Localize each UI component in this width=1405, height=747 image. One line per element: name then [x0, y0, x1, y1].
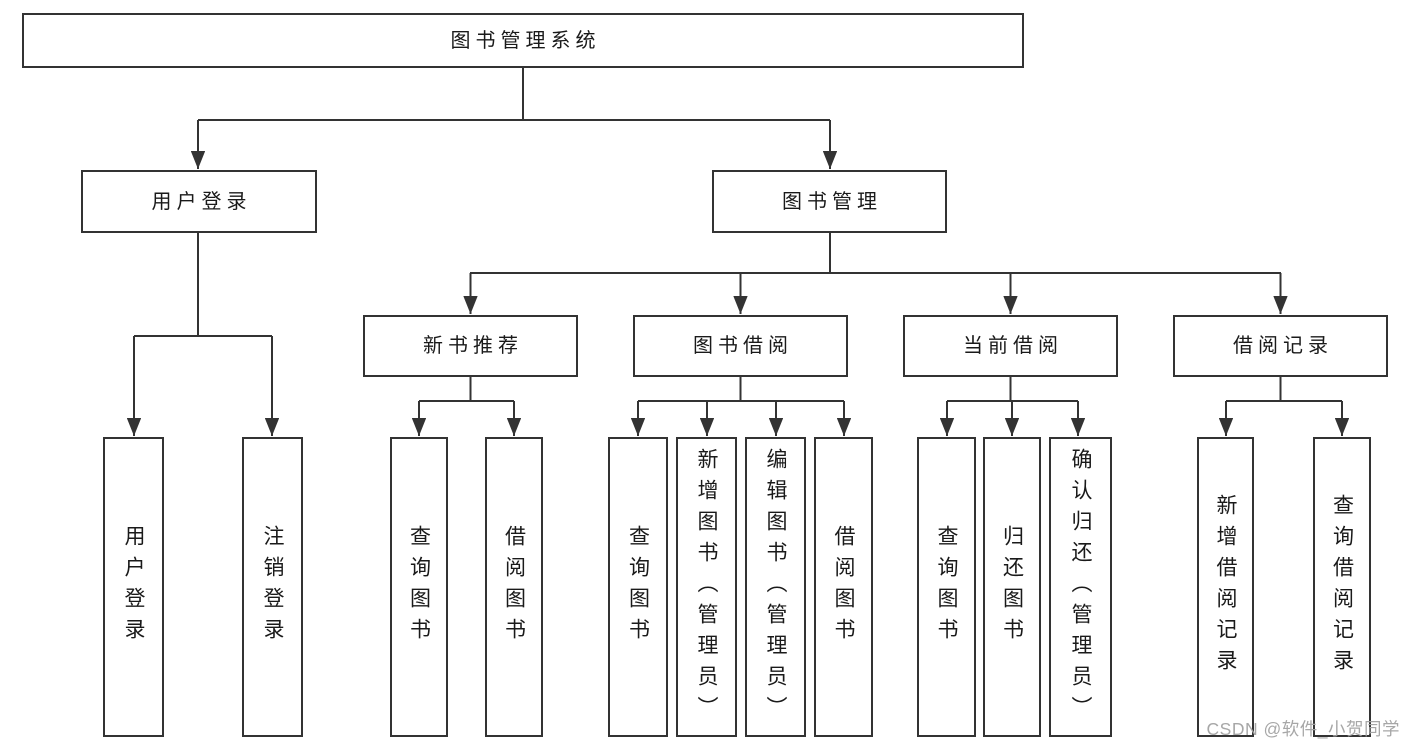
leaf-return-books: 归还图书	[983, 437, 1041, 737]
leaf-query-books-recommend: 查询图书	[390, 437, 448, 737]
leaf-query-books-current: 查询图书	[917, 437, 976, 737]
leaf-query-books-borrow: 查询图书	[608, 437, 668, 737]
leaf-add-book-admin: 新增图书（管理员）	[676, 437, 737, 737]
node-book-management: 图书管理	[712, 170, 947, 233]
node-current-borrow: 当前借阅	[903, 315, 1118, 377]
watermark: CSDN @软件_小贺同学	[1206, 719, 1400, 739]
node-book-borrow: 图书借阅	[633, 315, 848, 377]
node-borrow-records: 借阅记录	[1173, 315, 1388, 377]
leaf-logout: 注销登录	[242, 437, 303, 737]
leaf-confirm-return-admin: 确认归还（管理员）	[1049, 437, 1112, 737]
node-new-book-recommend: 新书推荐	[363, 315, 578, 377]
node-user-login: 用户登录	[81, 170, 317, 233]
leaf-query-borrow-record: 查询借阅记录	[1313, 437, 1371, 737]
leaf-edit-book-admin: 编辑图书（管理员）	[745, 437, 806, 737]
leaf-borrow-books-recommend: 借阅图书	[485, 437, 543, 737]
leaf-user-login: 用户登录	[103, 437, 164, 737]
node-library-management-system: 图书管理系统	[22, 13, 1024, 68]
leaf-add-borrow-record: 新增借阅记录	[1197, 437, 1254, 737]
leaf-borrow-books: 借阅图书	[814, 437, 873, 737]
